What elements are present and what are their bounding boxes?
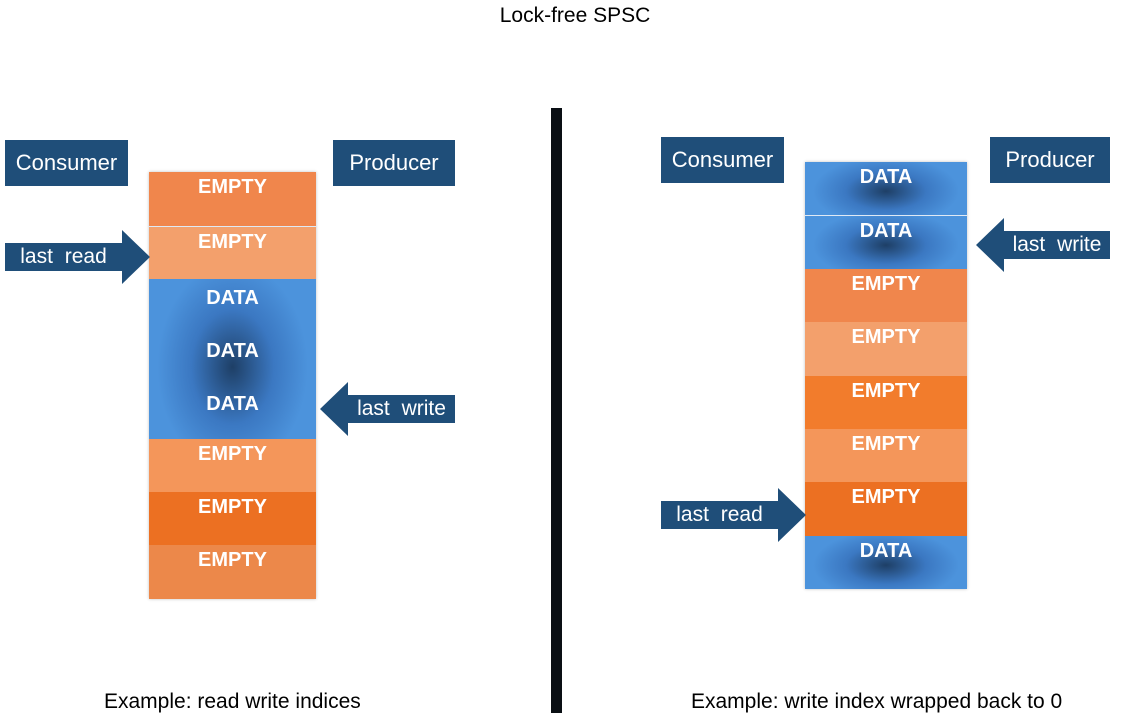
left-consumer-box: Consumer [5, 140, 128, 186]
right-buffer-cell-3: EMPTY [805, 322, 967, 376]
left-buffer-cell-7: EMPTY [149, 545, 316, 599]
left-buffer-cell-5: EMPTY [149, 439, 316, 492]
panel-divider [551, 108, 562, 713]
right-buffer-cell-5: EMPTY [805, 429, 967, 482]
left-buffer-stack: EMPTY EMPTY DATA DATA DATA EMPTY EMPTY E… [149, 172, 316, 599]
right-buffer-cell-0: DATA [805, 162, 967, 215]
right-buffer-stack: DATA DATA EMPTY EMPTY EMPTY EMPTY EMPTY … [805, 162, 967, 589]
left-buffer-cell-1: EMPTY [149, 226, 316, 279]
right-last-write-label: last write [1012, 233, 1102, 256]
left-producer-box: Producer [333, 140, 455, 186]
diagram-title: Lock-free SPSC [499, 4, 651, 27]
left-buffer-cell-6: EMPTY [149, 492, 316, 545]
right-buffer-cell-7: DATA [805, 536, 967, 589]
right-producer-box: Producer [990, 137, 1110, 183]
left-buffer-cell-3: DATA [206, 340, 259, 362]
left-buffer-cell-4: DATA [206, 393, 259, 415]
right-last-read-label: last read [676, 503, 763, 526]
left-buffer-cell-2: DATA [206, 287, 259, 309]
right-buffer-cell-4: EMPTY [805, 376, 967, 429]
right-buffer-cell-6: EMPTY [805, 482, 967, 536]
left-last-read-label: last read [20, 245, 107, 268]
left-data-block: DATA DATA DATA [149, 279, 316, 439]
right-last-read-arrow: last read [661, 488, 806, 542]
left-last-write-arrow: last write [320, 382, 455, 436]
left-last-read-arrow: last read [5, 230, 150, 284]
right-buffer-cell-2: EMPTY [805, 269, 967, 322]
left-buffer-cell-0: EMPTY [149, 172, 316, 226]
left-last-write-label: last write [357, 397, 446, 420]
left-caption: Example: read write indices [104, 690, 361, 713]
right-consumer-box: Consumer [661, 137, 784, 183]
right-last-write-arrow: last write [976, 218, 1110, 272]
right-buffer-cell-1: DATA [805, 215, 967, 269]
right-caption: Example: write index wrapped back to 0 [691, 690, 1063, 713]
